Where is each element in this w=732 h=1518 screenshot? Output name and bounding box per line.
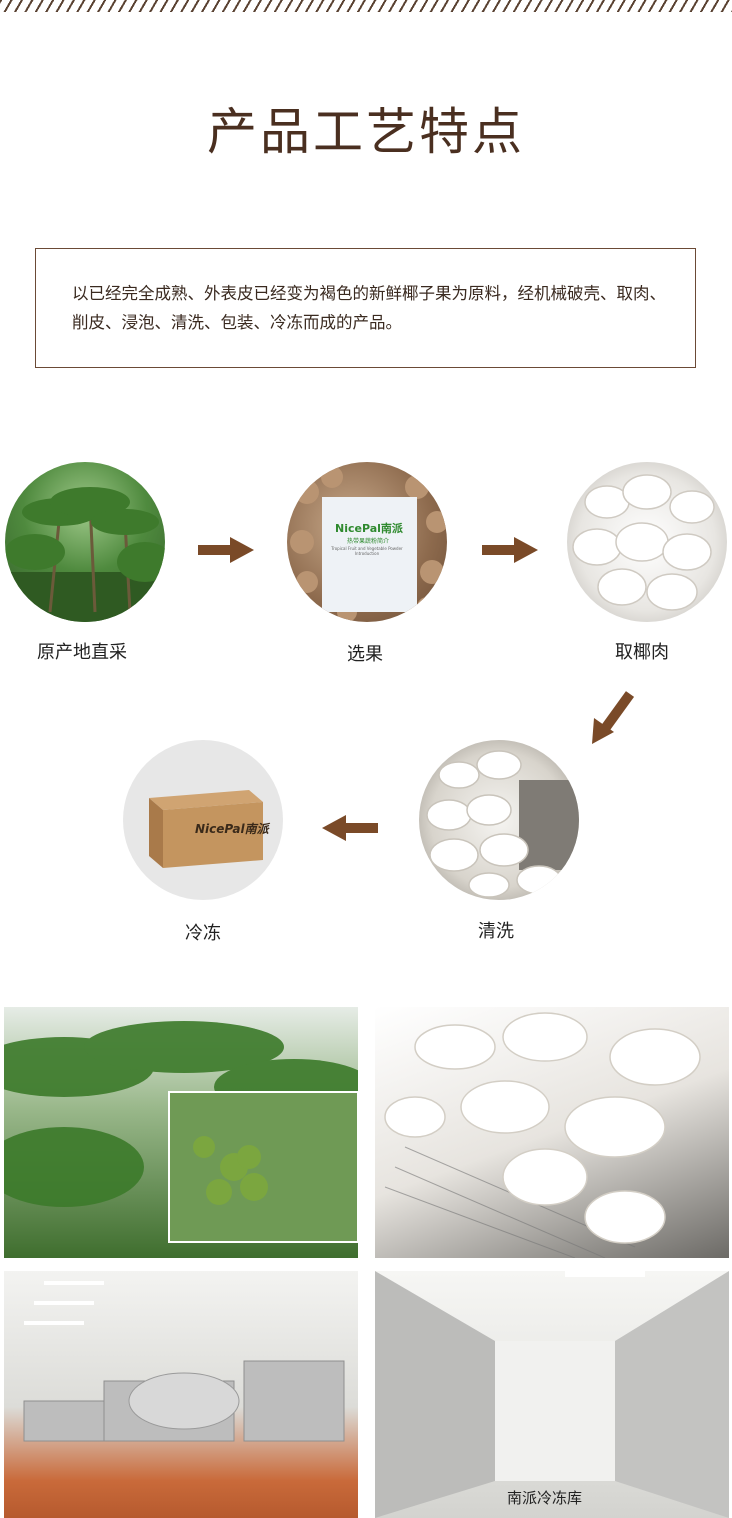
cold-storage-caption: 南派冷冻库	[507, 1489, 583, 1507]
description-text: 以已经完全成熟、外表皮已经变为褐色的新鲜椰子果为原料，经机械破壳、取肉、削皮、浸…	[72, 284, 666, 332]
step-label-washing: 清洗	[478, 921, 514, 942]
arrow-right-icon	[198, 537, 254, 563]
step-label-origin: 原产地直采	[37, 642, 127, 663]
page-title: 产品工艺特点	[207, 103, 525, 161]
step-origin-image	[5, 462, 165, 622]
box-brand-text: NicePal南派	[195, 822, 269, 836]
bag-subtitle-text: 热带果蔬粉简介	[347, 538, 390, 545]
bag-small-text: Tropical Fruit and Vegetable Powder Intr…	[331, 546, 403, 556]
arrow-right-icon	[482, 537, 538, 563]
step-label-meat: 取椰肉	[615, 642, 669, 663]
arrow-down-left-icon	[592, 691, 635, 744]
arrow-left-icon	[322, 815, 378, 841]
description-box: 以已经完全成熟、外表皮已经变为褐色的新鲜椰子果为原料，经机械破壳、取肉、削皮、浸…	[35, 248, 696, 368]
step-label-selection: 选果	[347, 644, 383, 665]
photo-cold-storage: 南派冷冻库	[375, 1271, 729, 1518]
photo-processing-line	[4, 1271, 358, 1518]
photo-coconut-trees	[4, 1007, 358, 1258]
step-selection-image: NicePal南派 热带果蔬粉简介 Tropical Fruit and Veg…	[287, 462, 447, 622]
step-label-frozen: 冷冻	[185, 923, 221, 944]
step-washing-image	[419, 740, 579, 900]
step-meat-image	[567, 462, 727, 622]
bag-brand-text: NicePal南派	[335, 522, 403, 535]
decorative-top-border	[0, 0, 732, 12]
photo-coconut-meat-conveyor	[375, 1007, 729, 1258]
step-frozen-image: NicePal南派	[123, 740, 283, 900]
